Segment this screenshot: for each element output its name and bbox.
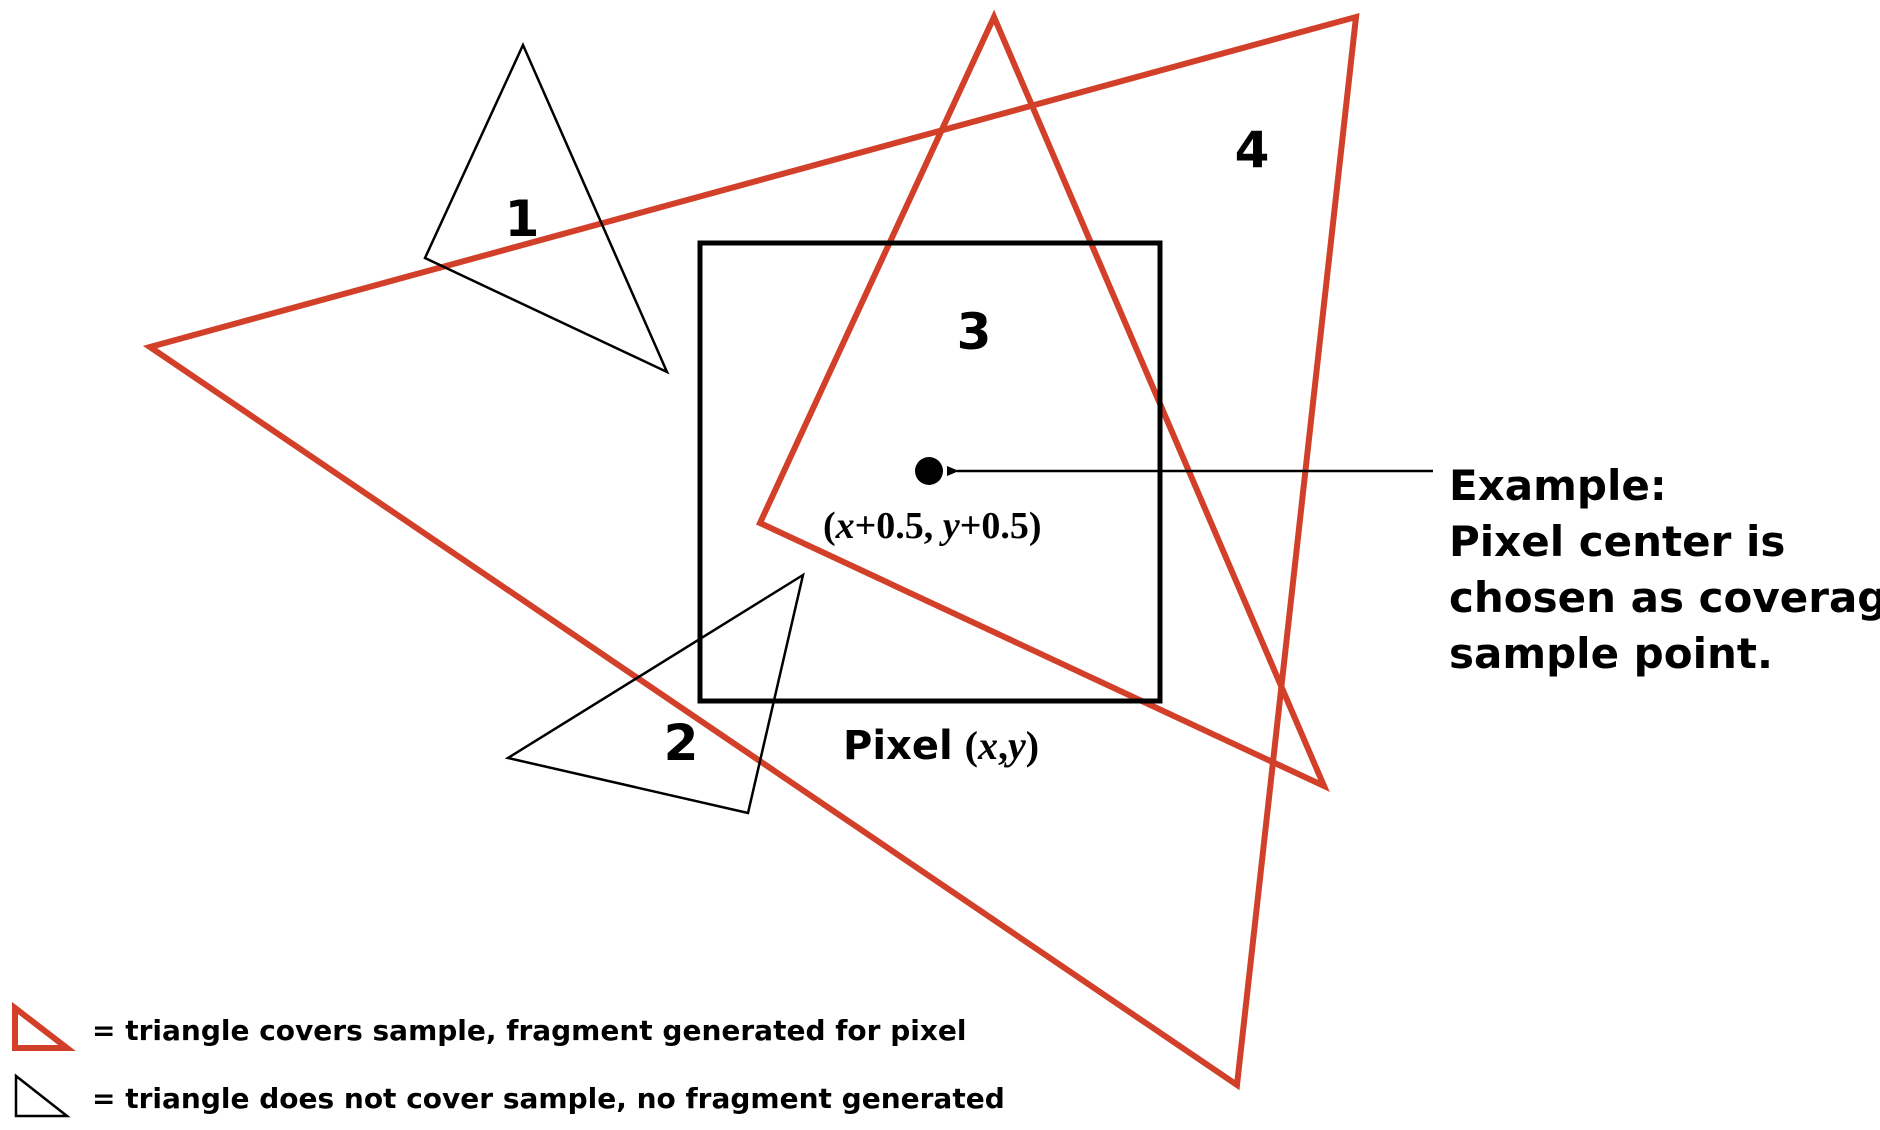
triangle-4-number: 4 [1235,121,1270,179]
black-triangle-icon [14,1073,71,1118]
triangle-2-number: 2 [664,714,699,772]
legend-item-covered: = triangle covers sample, fragment gener… [92,1014,967,1047]
example-line-3: chosen as coverage [1449,573,1880,622]
legend: = triangle covers sample, fragment gener… [12,1001,1005,1118]
sample-point-coordinate: (x+0.5, y+0.5) [823,505,1042,547]
sample-point-dot [915,457,943,485]
example-line-4: sample point. [1449,629,1773,678]
legend-item-not-covered: = triangle does not cover sample, no fra… [92,1082,1005,1115]
triangle-1 [423,41,670,375]
example-line-2: Pixel center is [1449,517,1785,566]
triangle-4 [142,12,1360,1091]
triangle-1-number: 1 [505,190,540,248]
red-triangle-icon [12,1001,76,1051]
example-line-1: Example: [1449,461,1667,510]
triangle-3-number: 3 [957,303,992,361]
triangle-2 [504,572,805,815]
example-note: Example: Pixel center is chosen as cover… [1449,461,1880,678]
pixel-label: Pixel(x,y) [843,723,1039,769]
